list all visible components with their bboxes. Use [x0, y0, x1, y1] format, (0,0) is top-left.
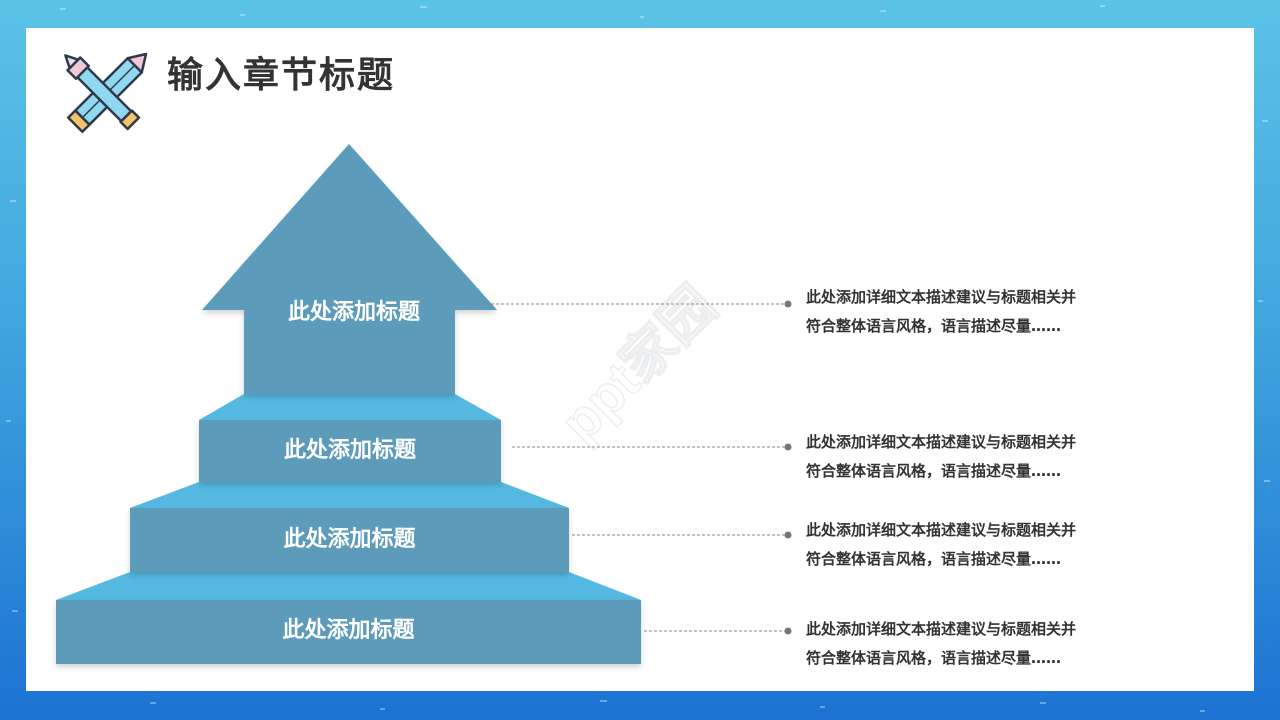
step-4-description: 此处添加详细文本描述建议与标题相关并 符合整体语言风格，语言描述尽量…… [806, 615, 1166, 673]
step-2-desc-line-1: 此处添加详细文本描述建议与标题相关并 [806, 433, 1077, 451]
step-3-label: 此处添加标题 [283, 527, 416, 552]
connector-dot-1 [784, 300, 792, 308]
step-2-top [199, 394, 501, 420]
step-4-top [56, 572, 641, 600]
step-2-desc-line-2: 符合整体语言风格，语言描述尽量…… [806, 462, 1062, 480]
svg-text:ppt家园: ppt家园 [549, 275, 727, 453]
step-3-front [130, 508, 569, 572]
step-1-description: 此处添加详细文本描述建议与标题相关并 符合整体语言风格，语言描述尽量…… [806, 283, 1166, 341]
watermark-logo: ppt家园 [549, 274, 729, 454]
page-title: 输入章节标题 [167, 55, 396, 96]
step-2-description: 此处添加详细文本描述建议与标题相关并 符合整体语言风格，语言描述尽量…… [806, 428, 1166, 486]
step-4-desc-line-1: 此处添加详细文本描述建议与标题相关并 [806, 620, 1077, 638]
connector-dot-4 [784, 627, 792, 635]
step-2-label: 此处添加标题 [283, 438, 416, 463]
step-4-label: 此处添加标题 [282, 618, 415, 643]
arrow-top [202, 144, 497, 394]
connector-dot-3 [784, 531, 792, 539]
step-3-description: 此处添加详细文本描述建议与标题相关并 符合整体语言风格，语言描述尽量…… [806, 516, 1166, 574]
crossed-pencil-brush-icon [64, 52, 148, 134]
connector-dot-2 [784, 443, 792, 451]
step-3-desc-line-2: 符合整体语言风格，语言描述尽量…… [806, 550, 1062, 568]
step-1-desc-line-1: 此处添加详细文本描述建议与标题相关并 [806, 288, 1077, 306]
step-3-desc-line-1: 此处添加详细文本描述建议与标题相关并 [806, 521, 1077, 539]
step-2-front [199, 420, 501, 482]
step-1-desc-line-2: 符合整体语言风格，语言描述尽量…… [806, 317, 1062, 335]
step-1-label: 此处添加标题 [287, 300, 420, 325]
step-4-front [56, 600, 641, 664]
step-3-top [130, 482, 569, 508]
step-4-desc-line-2: 符合整体语言风格，语言描述尽量…… [806, 649, 1062, 667]
